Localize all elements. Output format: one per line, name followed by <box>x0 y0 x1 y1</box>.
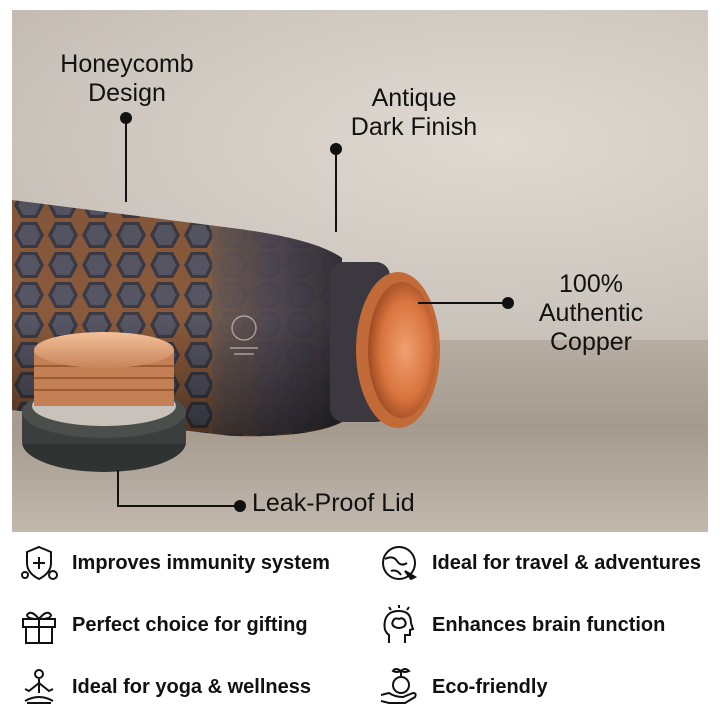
honeycomb-label-line1: Honeycomb <box>60 50 194 78</box>
copper-label-line1: 100% <box>559 270 623 298</box>
feature-yoga: Ideal for yoga & wellness <box>16 662 311 712</box>
feature-gifting: Perfect choice for gifting <box>16 600 308 650</box>
copper-leader-dot <box>502 297 514 309</box>
antique-label-line1: Antique <box>371 84 457 112</box>
feature-immunity: Improves immunity system <box>16 538 330 588</box>
copper-bottle-illustration <box>12 200 440 472</box>
authentic-copper-label: 100% Authentic Copper <box>518 270 664 357</box>
feature-brain: Enhances brain function <box>376 600 665 650</box>
feature-yoga-text: Ideal for yoga & wellness <box>72 675 311 698</box>
copper-label-line3: Copper <box>550 328 632 356</box>
feature-travel-text: Ideal for travel & adventures <box>432 551 701 574</box>
feature-brain-text: Enhances brain function <box>432 613 666 636</box>
feature-eco: Eco-friendly <box>376 662 548 712</box>
leak-proof-lid-label: Leak-Proof Lid <box>252 489 415 518</box>
plant-hand-icon <box>376 664 422 710</box>
product-photo <box>12 10 708 532</box>
antique-leader-line <box>335 150 337 232</box>
feature-travel: Ideal for travel & adventures <box>376 538 701 588</box>
feature-gifting-text: Perfect choice for gifting <box>72 613 308 636</box>
antique-label-line2: Dark Finish <box>350 113 478 141</box>
yoga-pose-icon <box>16 664 62 710</box>
feature-immunity-text: Improves immunity system <box>72 551 330 574</box>
antique-finish-label: Antique Dark Finish <box>336 84 492 142</box>
feature-eco-text: Eco-friendly <box>432 675 548 698</box>
lid-leader-vertical <box>117 470 119 506</box>
antique-leader-dot <box>330 143 342 155</box>
honeycomb-design-label: Honeycomb Design <box>52 50 202 108</box>
copper-label-line2: Authentic <box>538 299 644 327</box>
gift-box-icon <box>16 602 62 648</box>
globe-travel-icon <box>376 540 422 586</box>
brain-head-icon <box>376 602 422 648</box>
lid-leader-dot <box>234 500 246 512</box>
copper-leader-line <box>418 302 508 304</box>
lid-label-text: Leak-Proof Lid <box>252 489 415 517</box>
lid-leader-horizontal <box>117 505 237 507</box>
honeycomb-label-line2: Design <box>88 79 166 107</box>
honeycomb-leader-line <box>125 120 127 202</box>
features-section: Improves immunity system Ideal for trave… <box>0 532 720 720</box>
immunity-shield-icon <box>16 540 62 586</box>
honeycomb-leader-dot <box>120 112 132 124</box>
